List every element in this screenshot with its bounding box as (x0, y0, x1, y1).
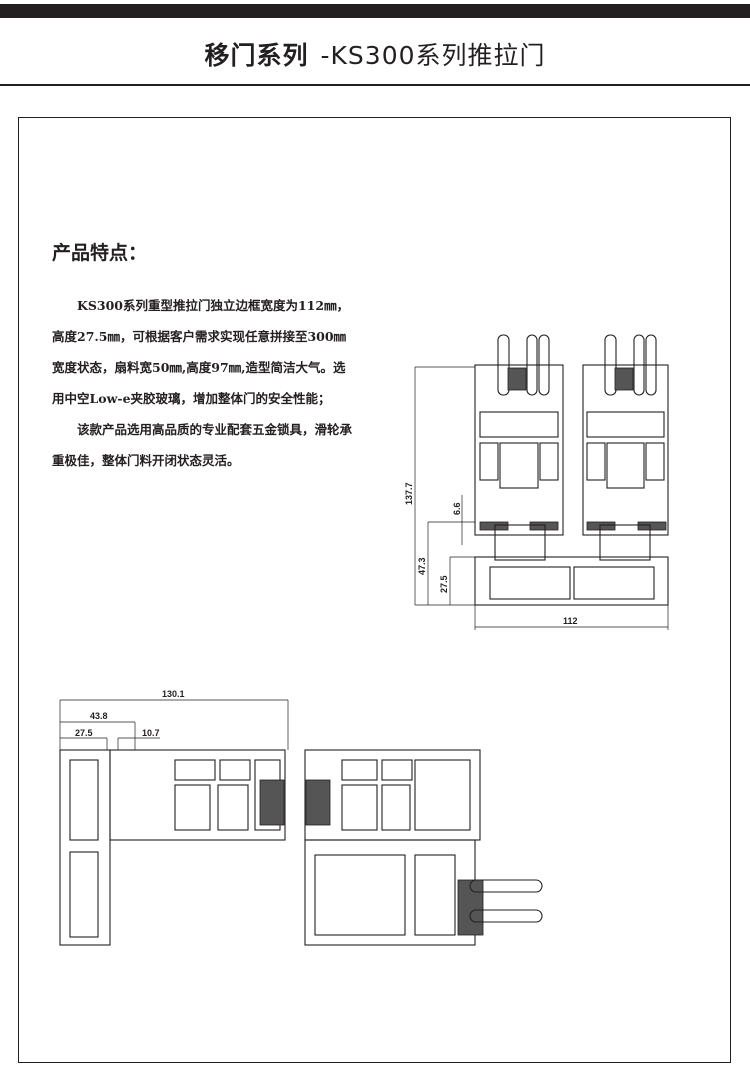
dim-total: 130.1 (162, 689, 185, 699)
dim-a: 43.8 (90, 711, 108, 721)
sash-right (582, 334, 669, 536)
section-drawing: 137.7 6.6 47.3 27.5 112 (404, 334, 669, 630)
top-bar (0, 4, 750, 18)
dim-total-height: 137.7 (404, 482, 414, 505)
title-sub: -KS300系列推拉门 (320, 41, 546, 70)
glass-interlock (259, 779, 331, 826)
features-paragraph: 该款产品选用高品质的专业配套五金锁具，滑轮承重极佳，整体门料开闭状态灵活。 (52, 422, 353, 468)
side-frame (59, 749, 111, 946)
dim-b: 27.5 (75, 728, 93, 738)
dim-gap: 6.6 (452, 502, 462, 515)
dimension-lines (414, 366, 669, 630)
content-frame (18, 117, 731, 1063)
sash-profile-right (304, 749, 481, 841)
dim-frame-width: 112 (563, 616, 578, 626)
dim-frame-height: 27.5 (439, 575, 449, 593)
dim-sash-offset: 47.3 (417, 557, 427, 575)
title-main: 移门系列 (204, 41, 309, 70)
plan-drawing: 130.1 43.8 27.5 10.7 (59, 689, 543, 946)
page-title: 移门系列 -KS300系列推拉门 (0, 36, 750, 76)
title-divider (0, 84, 750, 86)
bottom-frame (474, 524, 669, 606)
sash-left (474, 334, 564, 536)
sash-profile-left (109, 749, 286, 841)
features-heading: 产品特点： (52, 242, 148, 264)
fixed-frame (304, 839, 543, 946)
features-description: KS300系列重型推拉门独立边框宽度为112㎜，高度27.5㎜，可根据客户需求实… (52, 290, 352, 476)
dim-c: 10.7 (142, 728, 160, 738)
dimension-lines (59, 699, 289, 750)
features-paragraph: KS300系列重型推拉门独立边框宽度为112㎜，高度27.5㎜，可根据客户需求实… (52, 298, 350, 406)
